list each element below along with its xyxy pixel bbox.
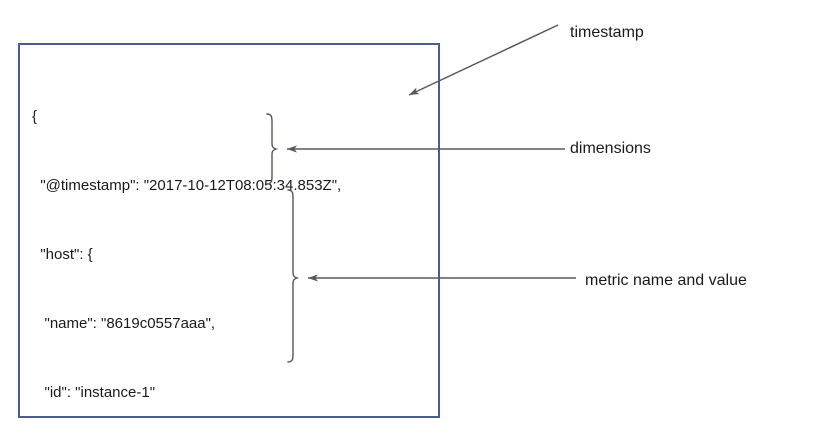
json-document-box: { "@timestamp": "2017-10-12T08:05:34.853…: [18, 43, 440, 418]
json-line-host-name: "name": "8619c0557aaa",: [32, 315, 216, 332]
json-line: {: [32, 108, 38, 125]
annotation-label-metric: metric name and value: [585, 272, 747, 289]
json-line-host-id: "id": "instance-1": [32, 384, 156, 401]
json-code-block: { "@timestamp": "2017-10-12T08:05:34.853…: [32, 59, 341, 437]
annotation-label-timestamp: timestamp: [570, 24, 644, 41]
json-line-host-open: "host": {: [32, 246, 93, 263]
annotation-label-dimensions: dimensions: [570, 140, 651, 157]
json-line-timestamp: "@timestamp": "2017-10-12T08:05:34.853Z"…: [32, 177, 342, 194]
